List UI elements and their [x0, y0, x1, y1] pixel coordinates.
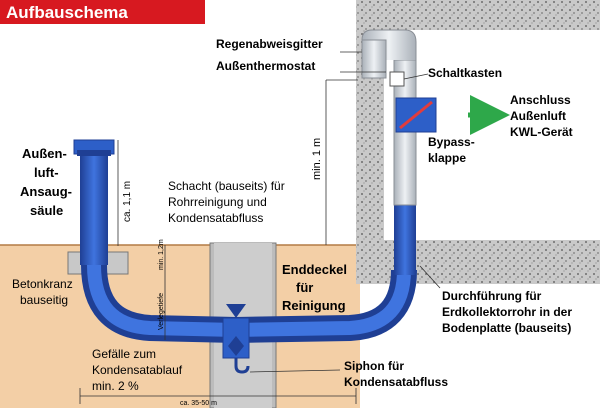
shaft-label-line1: Schacht (bauseits) für	[168, 179, 285, 193]
bypass-flap	[399, 100, 433, 130]
connection-label-line2: Außenluft	[510, 109, 566, 123]
siphon-icon	[234, 358, 250, 374]
thermostat-label: Außenthermostat	[216, 59, 315, 73]
shaft-label: Schacht (bauseits) für Rohrreinigung und…	[168, 179, 285, 225]
dim-intake-label: ca. 1,1 m	[122, 181, 133, 222]
slope-label-line2: Kondensatablauf	[92, 363, 183, 377]
dim-min1m-label: min. 1 m	[311, 138, 323, 180]
page-title: Aufbauschema	[6, 3, 128, 22]
rain-guard-label: Regenabweisgitter	[216, 37, 323, 51]
pipe-highlight	[87, 264, 411, 338]
passthrough-label-line2: Erdkollektorrohr in der	[442, 305, 572, 319]
depth-min-label: min. 1,2m	[158, 239, 165, 270]
concrete-label-line1: Betonkranz	[12, 277, 73, 291]
connection-label-line3: KWL-Gerät	[510, 125, 573, 139]
concrete-label: Betonkranz bauseitig	[12, 277, 73, 307]
interior-room	[384, 30, 600, 240]
control-box	[389, 71, 405, 87]
ceiling-slab	[356, 0, 600, 30]
passthrough-label-line1: Durchführung für	[442, 289, 542, 303]
lid-label-line2: für	[296, 280, 313, 295]
concrete-label-line2: bauseitig	[20, 293, 68, 307]
leader-control-box	[403, 73, 429, 80]
intake-label: Außen- luft- Ansaug- säule	[20, 146, 72, 218]
lid-label: Enddeckel für Reinigung	[282, 262, 347, 313]
intake-label-line3: Ansaug-	[20, 184, 72, 199]
valve-body	[228, 336, 244, 356]
lid-label-line3: Reinigung	[282, 298, 346, 313]
riser-pipe	[394, 200, 416, 275]
rain-guard-icon	[77, 150, 111, 156]
leader-siphon	[249, 369, 341, 373]
control-box-label: Schaltkasten	[428, 66, 502, 80]
siphon-label: Siphon für Kondensatabfluss	[344, 359, 448, 389]
siphon-label-line1: Siphon für	[344, 359, 404, 373]
depth-label: Verlegetiefe	[158, 293, 165, 330]
intake-label-line4: säule	[30, 203, 63, 218]
passthrough-label: Durchführung für Erdkollektorrohr in der…	[442, 289, 572, 335]
intake-label-line2: luft-	[34, 165, 59, 180]
slope-label: Gefälle zum Kondensatablauf min. 2 %	[92, 347, 183, 393]
connection-label: Anschluss Außenluft KWL-Gerät	[510, 93, 573, 139]
leader-passthrough	[419, 265, 441, 289]
end-cap	[226, 304, 246, 318]
shaft-label-line2: Rohrreinigung und	[168, 195, 267, 209]
bypass-label-line2: klappe	[428, 151, 466, 165]
bypass-label-line1: Bypass-	[428, 135, 475, 149]
slope-label-line1: Gefälle zum	[92, 347, 156, 361]
siphon-label-line2: Kondensatabfluss	[344, 375, 448, 389]
connection-label-line1: Anschluss	[510, 93, 571, 107]
dim-length-label: ca. 35-50 m	[180, 400, 217, 407]
slope-label-line3: min. 2 %	[92, 379, 139, 393]
lid-label-line1: Enddeckel	[282, 262, 347, 277]
intake-label-line1: Außen-	[22, 146, 67, 161]
passthrough-label-line3: Bodenplatte (bauseits)	[442, 321, 571, 335]
shaft-label-line3: Kondensatabfluss	[168, 211, 263, 225]
title-bar: Aufbauschema	[0, 0, 205, 24]
intake-column	[80, 150, 108, 265]
bypass-label: Bypass- klappe	[428, 135, 475, 165]
